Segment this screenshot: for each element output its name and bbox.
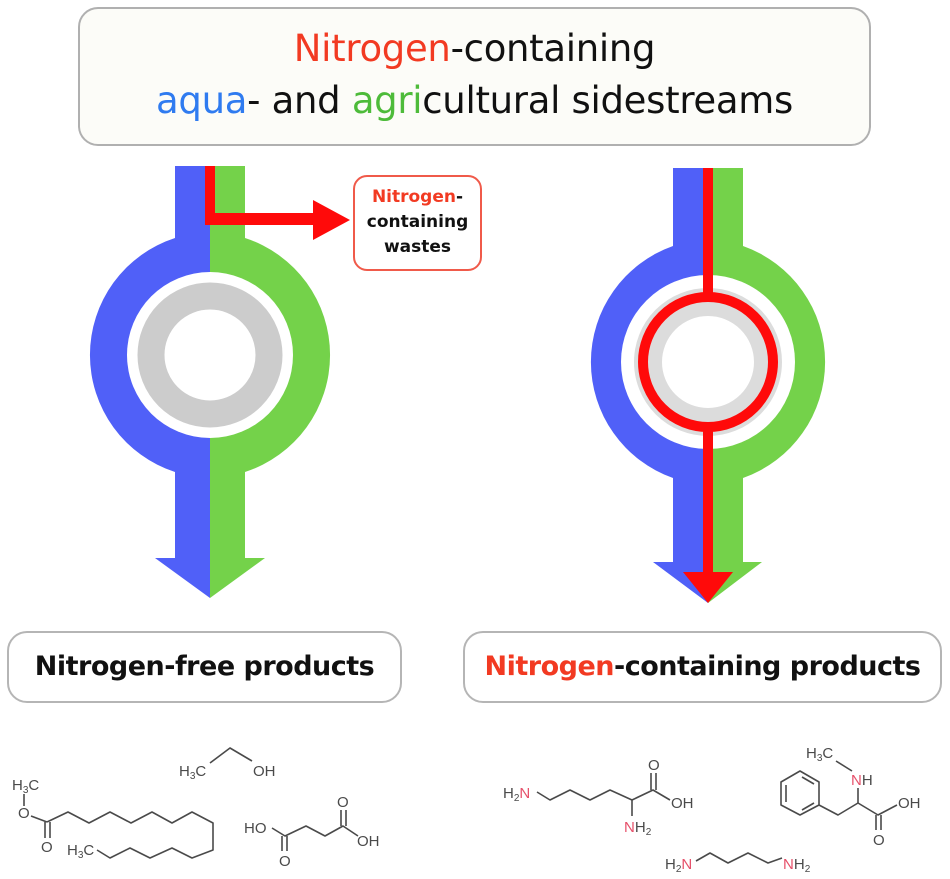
molecule-succinic-acid: HO O O OH [244, 794, 380, 870]
ethanol-oh: OH [253, 763, 276, 780]
succinic-ho: HO [244, 820, 267, 837]
putrescine-h2n: H2N [665, 856, 692, 875]
molecule-lysine: H2N NH2 O OH [503, 757, 694, 838]
title-line-1: Nitrogen-containing [80, 23, 869, 75]
catalyst-ring-left [137, 282, 283, 428]
title-aqua: aqua [156, 79, 248, 122]
succinic-oh: OH [357, 833, 380, 850]
nitrogen-free-products-label: Nitrogen-free products [34, 651, 375, 682]
lysine-o: O [648, 757, 660, 774]
nitrogen-free-products-box: Nitrogen-free products [7, 631, 402, 703]
title-box: Nitrogen-containing aqua- and agricultur… [78, 7, 871, 146]
nitrogen-containing-products-box: Nitrogen-containing products [463, 631, 942, 703]
nitrogen-waste-box: Nitrogen- containing wastes [353, 175, 482, 271]
nmephe-oh: OH [898, 795, 921, 812]
title-agri: agri [351, 79, 423, 122]
succinic-o-bottom: O [279, 853, 291, 870]
molecule-methyl-ester: H3C O O H3C [12, 777, 214, 861]
methyl-ester-h3c-top: H3C [12, 777, 39, 796]
benzene-ring [780, 770, 820, 816]
molecule-putrescine: H2N NH2 [665, 852, 811, 875]
molecule-n-methyl-phenylalanine: NH H3C O OH [780, 745, 921, 849]
nmephe-o: O [873, 832, 885, 849]
nitrogen-removal-arrow [205, 166, 350, 240]
title-cultural-sidestreams: cultural sidestreams [422, 79, 793, 122]
waste-wastes: wastes [383, 237, 452, 257]
waste-nitrogen: Nitrogen [371, 187, 456, 207]
nmephe-h3c: H3C [806, 745, 833, 764]
lysine-oh: OH [671, 795, 694, 812]
title-containing: -containing [450, 27, 656, 70]
lysine-nh2: NH2 [624, 819, 652, 838]
molecule-ethanol: H3C OH [179, 747, 276, 782]
putrescine-nh2: NH2 [783, 856, 811, 875]
methyl-ester-o-carbonyl: O [41, 839, 53, 856]
products-nitrogen: Nitrogen [484, 651, 615, 682]
title-line-2: aqua- and agricultural sidestreams [80, 75, 869, 127]
succinic-o-top: O [337, 794, 349, 811]
waste-dash: - [455, 187, 464, 207]
methyl-ester-o-ether: O [18, 805, 30, 822]
title-nitrogen: Nitrogen [293, 27, 451, 70]
waste-containing: containing [366, 212, 469, 232]
left-process-stream [89, 166, 350, 598]
title-and: - and [247, 79, 352, 122]
right-process-stream [590, 168, 826, 603]
nmephe-nh: NH [851, 772, 873, 789]
lysine-h2n: H2N [503, 785, 530, 804]
products-containing: -containing products [613, 651, 921, 682]
ethanol-h3c: H3C [179, 763, 206, 782]
nitrogen-retention-path [638, 168, 778, 603]
methyl-ester-h3c-end: H3C [67, 842, 94, 861]
